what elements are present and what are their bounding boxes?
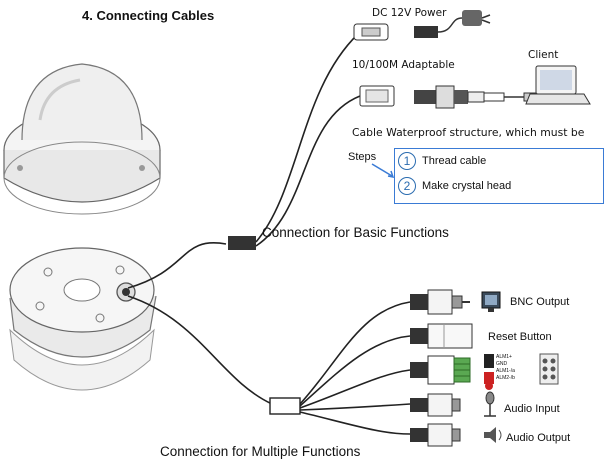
reset-button-label: Reset Button	[488, 331, 552, 343]
waterproof-label: Cable Waterproof structure, which must b…	[352, 126, 585, 139]
laptop-icon	[525, 65, 591, 105]
power-label: DC 12V Power	[372, 7, 447, 19]
alarm-terminal-icon	[539, 353, 559, 385]
step-text: Make crystal head	[422, 180, 512, 192]
reset-connector-icon	[410, 323, 473, 349]
network-connector-icon	[359, 85, 539, 109]
alarm-label-list: ALM1+ GND ALM1-/a ALM2-/b	[496, 354, 515, 382]
dome-camera-icon	[3, 63, 161, 215]
step-number: 1	[398, 152, 416, 170]
multiple-functions-caption: Connection for Multiple Functions	[160, 444, 361, 459]
section-title: 4. Connecting Cables	[82, 8, 215, 23]
bnc-output-label: BNC Output	[510, 296, 570, 308]
step-text: Thread cable	[422, 155, 487, 167]
speaker-icon	[484, 427, 502, 443]
steps-arrow	[371, 163, 393, 177]
alarm-label: ALM1-/a	[496, 368, 515, 374]
alarm-connector-icon	[410, 355, 471, 385]
microphone-icon	[484, 391, 496, 417]
basic-junction-icon	[228, 236, 256, 250]
bnc-connector-icon	[410, 289, 470, 315]
cable-lines	[127, 33, 411, 435]
multi-junction-icon	[269, 397, 301, 415]
bnc-monitor-icon	[481, 291, 501, 312]
alarm-label: ALM1+	[496, 354, 512, 360]
audio-input-label: Audio Input	[504, 403, 560, 415]
alarm-device-icon	[484, 354, 494, 390]
alarm-label: GND	[496, 361, 508, 367]
basic-functions-caption: Connection for Basic Functions	[262, 225, 449, 240]
audio-in-connector-icon	[410, 393, 461, 417]
client-label: Client	[528, 49, 559, 61]
audio-output-label: Audio Output	[506, 432, 571, 444]
camera-base-icon	[9, 247, 157, 391]
audio-out-connector-icon	[410, 423, 461, 447]
power-plug-icon	[353, 10, 491, 41]
steps-label: Steps	[348, 151, 377, 163]
steps-box	[394, 148, 604, 204]
network-label: 10/100M Adaptable	[352, 59, 455, 71]
step-number: 2	[398, 177, 416, 195]
alarm-label: ALM2-/b	[496, 375, 515, 381]
